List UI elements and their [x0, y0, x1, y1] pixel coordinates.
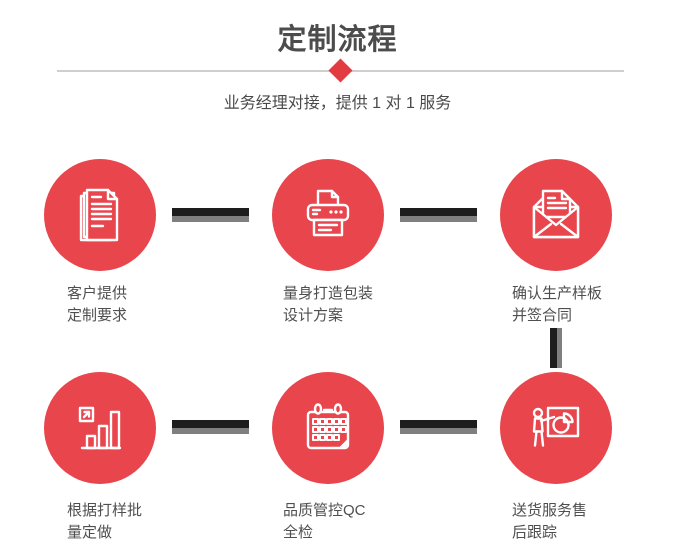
documents-icon	[79, 188, 119, 242]
step6-label: 送货服务售 后跟踪	[512, 500, 587, 544]
step2-label: 量身打造包装 设计方案	[283, 283, 373, 327]
step4-label-line2: 量定做	[67, 524, 113, 541]
connector-bar-shadow	[172, 216, 249, 222]
connector-bar-dark	[400, 208, 477, 216]
step5-circle	[272, 372, 384, 484]
step2-label-line1: 量身打造包装	[283, 285, 374, 302]
step5-label-line2: 全检	[283, 524, 314, 541]
connector-bar-shadow	[400, 216, 477, 222]
step3-label: 确认生产样板 并签合同	[512, 283, 602, 327]
connector-bar-dark	[400, 420, 477, 428]
step6-circle	[500, 372, 612, 484]
subtitle: 业务经理对接，提供 1 对 1 服务	[223, 95, 452, 112]
step5-label-line1: 品质管控QC	[283, 502, 366, 519]
connector-bar-dark	[172, 420, 249, 428]
connector-step1-step2	[172, 208, 249, 222]
step6-label-line1: 送货服务售	[512, 502, 588, 519]
step4-circle	[44, 372, 156, 484]
step6-label-line2: 后跟踪	[512, 524, 558, 541]
page-title: 定制流程	[277, 24, 398, 56]
diamond-icon	[328, 58, 353, 83]
step1-circle	[44, 159, 156, 271]
connector-bar-shadow	[172, 428, 249, 434]
step3-circle	[500, 159, 612, 271]
printer-icon	[306, 189, 350, 237]
connector-bar-dark	[550, 328, 557, 368]
connector-bar-shadow	[557, 328, 562, 368]
envelope-icon	[532, 189, 580, 239]
connector-step5-step6	[400, 420, 477, 434]
step3-label-line1: 确认生产样板	[512, 285, 603, 302]
connector-bar-dark	[172, 208, 249, 216]
connector-step2-step3	[400, 208, 477, 222]
step5-label: 品质管控QC 全检	[283, 500, 366, 544]
step1-label-line1: 客户提供	[67, 285, 128, 302]
step2-circle	[272, 159, 384, 271]
calendar-icon	[306, 403, 350, 450]
connector-step4-step5	[172, 420, 249, 434]
connector-step3-step6	[550, 328, 562, 368]
step1-label-line2: 定制要求	[67, 307, 128, 324]
bar-chart-icon	[78, 406, 122, 450]
step3-label-line2: 并签合同	[512, 307, 573, 324]
step4-label: 根据打样批 量定做	[67, 500, 142, 544]
step2-label-line2: 设计方案	[283, 307, 344, 324]
connector-bar-shadow	[400, 428, 477, 434]
step1-label: 客户提供 定制要求	[67, 283, 127, 327]
step4-label-line1: 根据打样批	[67, 502, 143, 519]
presentation-icon	[532, 406, 580, 447]
